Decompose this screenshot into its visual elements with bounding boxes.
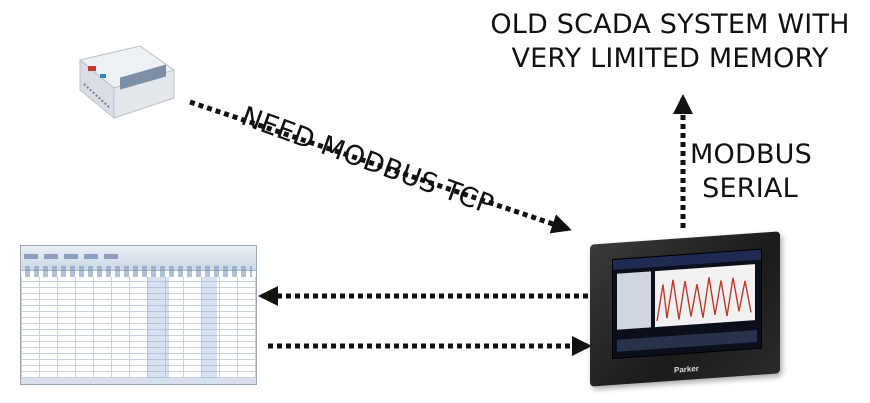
modbus-tcp-arrow <box>189 99 572 234</box>
serial-label-line1: MODBUS <box>690 139 812 170</box>
hmi-panel: Parker <box>590 231 780 387</box>
hmi-screen <box>612 248 762 360</box>
serial-label-line2: SERIAL <box>702 173 798 204</box>
scada-label-line1: OLD SCADA SYSTEM WITH <box>490 9 850 40</box>
io-module-icon <box>78 45 176 120</box>
scada-system-label: OLD SCADA SYSTEM WITH VERY LIMITED MEMOR… <box>490 8 850 76</box>
spreadsheet-status-bar <box>21 378 256 384</box>
spreadsheet-ribbon <box>21 246 256 278</box>
modbus-serial-label: MODBUS SERIAL <box>690 138 812 206</box>
spreadsheet-grid <box>21 277 256 378</box>
hmi-trend-graph <box>656 277 752 322</box>
hmi-brand-logo: Parker <box>674 364 699 375</box>
spreadsheet-window <box>20 245 257 385</box>
scada-label-line2: VERY LIMITED MEMORY <box>511 43 829 74</box>
